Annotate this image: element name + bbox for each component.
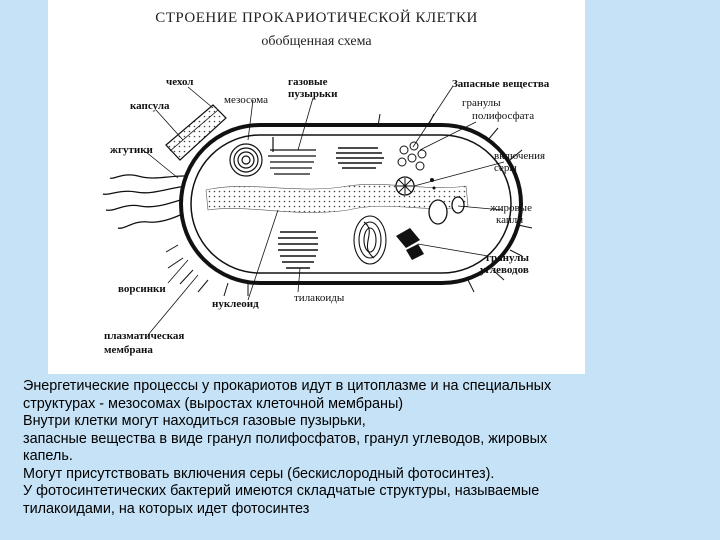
label-kapsula: капсула (130, 100, 170, 112)
diagram-subtitle: обобщенная схема (261, 34, 372, 49)
caption-line: структурах - мезосомах (выростах клеточн… (23, 395, 404, 412)
label-vorsinki: ворсинки (118, 283, 166, 295)
diagram-title: СТРОЕНИЕ ПРОКАРИОТИЧЕСКОЙ КЛЕТКИ (155, 10, 478, 26)
label-vklyucheniya-2: серы (494, 162, 517, 174)
membrane-folds (353, 215, 387, 265)
lipid-droplets (428, 196, 465, 225)
caption-line: тилакоидами, на которых идет фотосинтез (23, 500, 310, 517)
label-zhirovye-1: жировые (490, 202, 532, 214)
label-granuly-polifosfata-1: гранулы (462, 97, 501, 109)
caption-line: запасные вещества в виде гранул полифосф… (23, 430, 548, 447)
mesosome (229, 137, 274, 177)
label-tilakoidy: тилакоиды (294, 292, 345, 304)
label-gazovye-2: пузырьки (288, 88, 338, 100)
label-granuly-polifosfata-2: полифосфата (472, 110, 535, 122)
capsule (165, 104, 227, 161)
label-zhgutiki: жгутики (110, 144, 153, 156)
leader-lines (145, 85, 505, 336)
label-zhirovye-2: капли (496, 214, 524, 226)
label-membrana-2: мембрана (104, 344, 153, 356)
caption-line: Внутри клетки могут находиться газовые п… (23, 413, 366, 429)
caption-line: Могут присутствовать включения серы (бес… (23, 465, 495, 482)
label-vklyucheniya-1: включения (494, 150, 546, 162)
label-granuly-uglevodov-1: гранулы (486, 252, 529, 264)
label-nukleoid: нуклеоид (212, 298, 259, 310)
storage-stack (336, 147, 384, 169)
cell-diagram: СТРОЕНИЕ ПРОКАРИОТИЧЕСКОЙ КЛЕТКИ обобщен… (48, 0, 585, 374)
cell-drawing (102, 85, 533, 336)
caption-line: У фотосинтетических бактерий имеются скл… (23, 483, 540, 499)
thylakoids (278, 231, 318, 269)
caption-line: капель. (23, 448, 73, 464)
nucleoid (205, 183, 469, 213)
caption-line: Энергетические процессы у прокариотов ид… (23, 378, 552, 394)
caption-text: Энергетические процессы у прокариотов ид… (23, 378, 713, 518)
label-chekhol: чехол (166, 76, 194, 88)
label-gazovye-1: газовые (288, 76, 328, 88)
label-zapasnye: Запасные вещества (452, 78, 550, 90)
label-mezosoma: мезосома (224, 94, 268, 106)
label-granuly-uglevodov-2: углеводов (480, 264, 529, 276)
gas-vesicles (268, 149, 316, 175)
polyphosphate-granules (397, 141, 427, 171)
carbohydrate-granules (396, 228, 424, 260)
label-membrana-1: плазматическая (104, 330, 185, 342)
